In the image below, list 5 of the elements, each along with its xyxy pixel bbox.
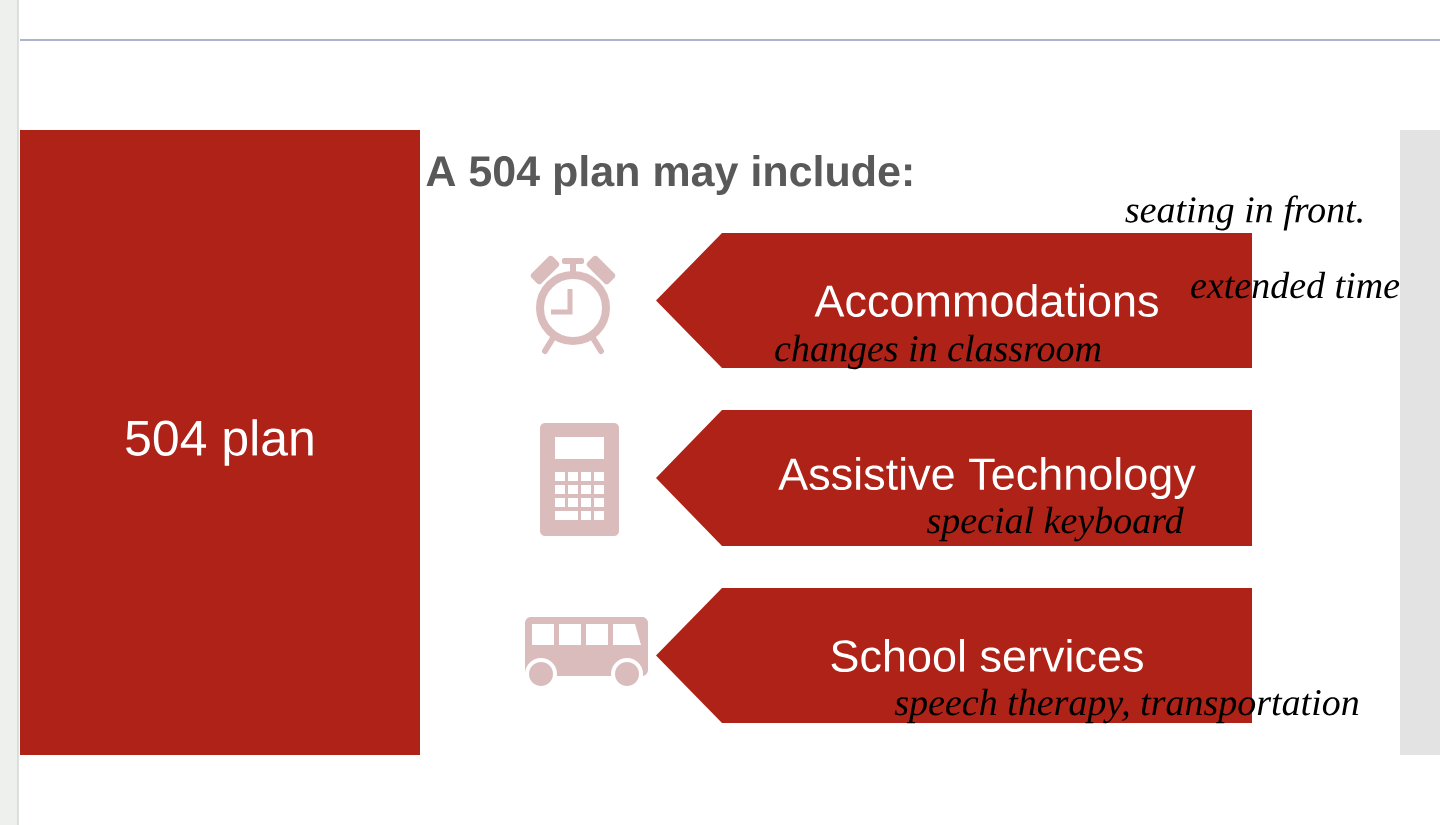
handwritten-note: changes in classroom bbox=[775, 334, 1101, 370]
plan-box: 504 plan bbox=[20, 130, 420, 755]
handwritten-note: seating in front. bbox=[1125, 195, 1362, 231]
slide-title: A 504 plan may include: bbox=[426, 154, 912, 196]
handwritten-note: special keyboard bbox=[926, 506, 1184, 542]
